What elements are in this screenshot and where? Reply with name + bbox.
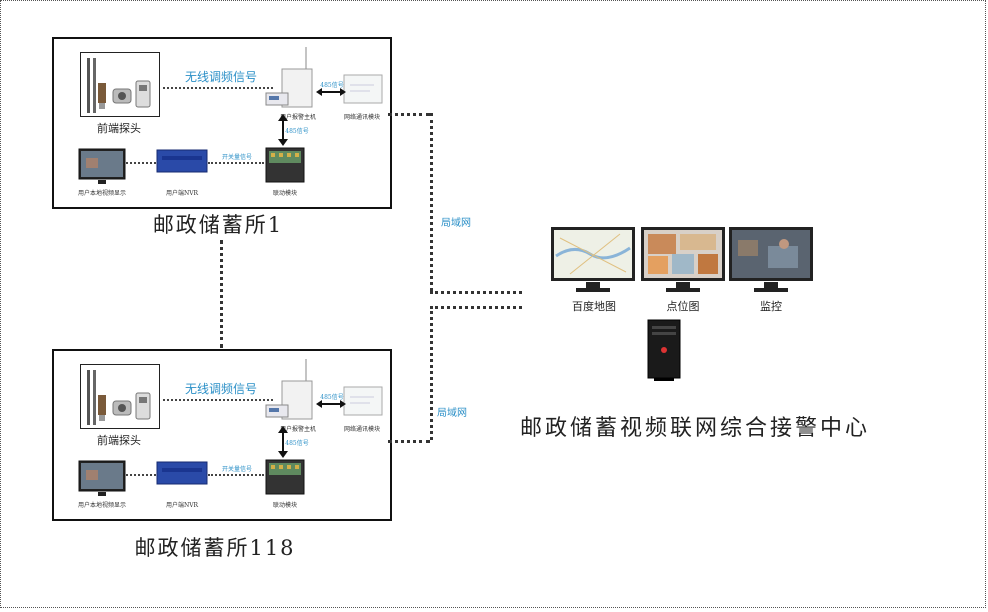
site1-host-label: 用户报警主机 <box>279 114 316 121</box>
site1-lan-line-b <box>430 113 433 291</box>
site2-wireless-label: 无线调频信号 <box>184 382 257 396</box>
baidu-map-screen-icon <box>551 227 635 292</box>
site2-nvr-monitor-line <box>126 474 156 476</box>
site2-net-module-icon <box>343 386 383 416</box>
site1-nvr-monitor-line <box>126 162 156 164</box>
site1-alarm-host-icon <box>265 47 313 108</box>
site1-nvr-icon <box>156 149 208 173</box>
site1-wireless-label: 无线调频信号 <box>184 70 257 84</box>
site2-host-label: 用户报警主机 <box>279 426 316 433</box>
site1-wireless-line <box>163 87 273 89</box>
site2-lan-line-a <box>388 440 430 443</box>
screen-label-0: 百度地图 <box>572 300 616 313</box>
site2-monitor-label: 用户本地视频显示 <box>77 502 126 509</box>
site1-485-top-label: 485信号 <box>320 82 344 89</box>
site2-title: 邮政储蓄所118 <box>134 536 296 560</box>
floor-plan-screen-icon <box>641 227 725 292</box>
site-1-box <box>52 37 392 209</box>
screen-label-2: 监控 <box>760 300 782 313</box>
site2-net-module-label: 网络通讯模块 <box>343 426 380 433</box>
front-probe-image-2 <box>80 364 160 429</box>
site2-switch-line <box>208 474 264 476</box>
front-probe-image <box>80 52 160 117</box>
site1-485-arrow-v <box>278 114 288 146</box>
site1-485-side-label: 485信号 <box>285 128 309 135</box>
site2-485-arrow-v <box>278 426 288 458</box>
site2-485-top-label: 485信号 <box>320 394 344 401</box>
center-title: 邮政储蓄视频联网综合接警中心 <box>519 416 870 441</box>
site2-monitor-icon <box>78 460 126 496</box>
site1-lan-line-a <box>388 113 430 116</box>
lan-label-top: 局域网 <box>441 218 471 229</box>
site1-linkage-module-icon <box>265 147 305 183</box>
site1-probe-label: 前端探头 <box>97 122 141 135</box>
site2-probe-label: 前端探头 <box>97 434 141 447</box>
site2-alarm-host-icon <box>265 359 313 420</box>
site2-485-arrow-h <box>316 400 346 408</box>
site2-lan-line-b <box>430 306 433 440</box>
computer-tower-icon <box>647 319 681 381</box>
surveillance-screen-icon <box>729 227 813 292</box>
site1-485-arrow-h <box>316 88 346 96</box>
probe-devices-icon <box>87 370 151 425</box>
site1-monitor-icon <box>78 148 126 184</box>
site1-lan-line-c <box>430 291 522 294</box>
site1-net-module-icon <box>343 74 383 104</box>
site1-title: 邮政储蓄所1 <box>152 213 284 237</box>
probe-devices-icon <box>87 58 151 113</box>
site2-nvr-icon <box>156 461 208 485</box>
site1-nvr-label: 用户端NVR <box>165 190 199 197</box>
site2-switch-label: 开关量信号 <box>221 466 252 473</box>
site1-switch-line <box>208 162 264 164</box>
site2-wireless-line <box>163 399 273 401</box>
site1-monitor-label: 用户本地视频显示 <box>77 190 126 197</box>
site2-lan-line-c <box>430 306 522 309</box>
site1-switch-label: 开关量信号 <box>221 154 252 161</box>
site2-nvr-label: 用户端NVR <box>165 502 199 509</box>
screen-label-1: 点位图 <box>666 300 700 313</box>
inter-site-link <box>220 240 223 348</box>
site2-linkage-module-icon <box>265 459 305 495</box>
site2-485-side-label: 485信号 <box>285 440 309 447</box>
site1-net-module-label: 网络通讯模块 <box>343 114 380 121</box>
site1-linkage-label: 联动模块 <box>272 190 297 197</box>
lan-label-bottom: 局域网 <box>437 408 467 419</box>
site2-linkage-label: 联动模块 <box>272 502 297 509</box>
